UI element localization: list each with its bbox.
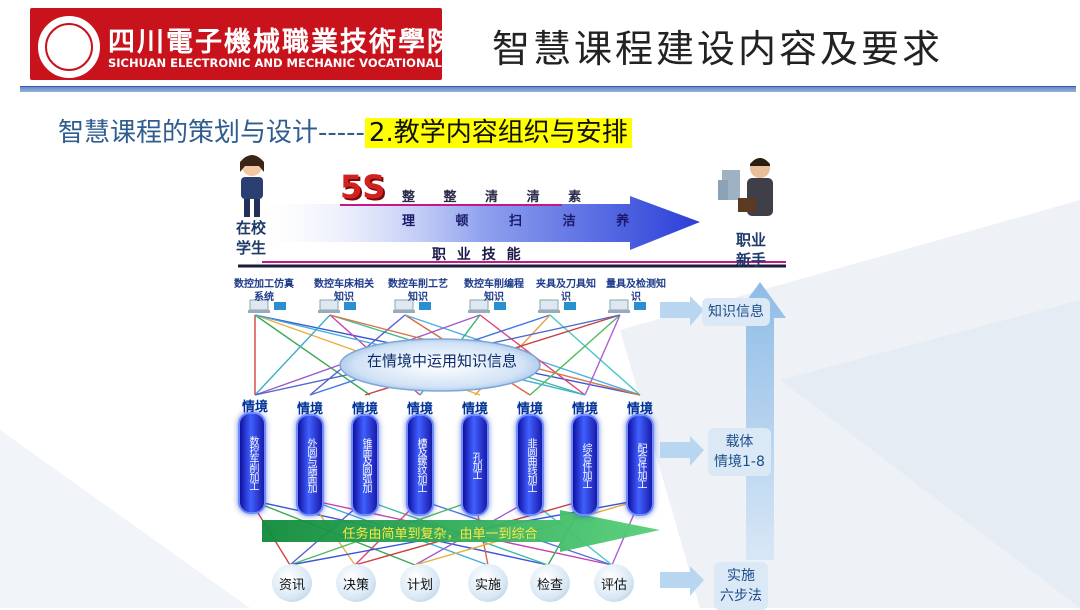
six-step-method-box: 实施 六步法 bbox=[714, 562, 768, 610]
logo-chinese-name: 四川電子機械職業技術學院 bbox=[108, 27, 456, 58]
category-label: 量具及检测知识 bbox=[606, 279, 666, 303]
context-pill[interactable]: 配合件加工 bbox=[626, 414, 654, 516]
category-label: 夹具及刀具知识 bbox=[536, 279, 596, 303]
step-circle[interactable]: 检查 bbox=[530, 564, 570, 602]
college-seal-icon bbox=[38, 16, 100, 78]
context-head: 情境 bbox=[516, 402, 543, 417]
category-label: 数控加工仿真系统 bbox=[234, 279, 294, 303]
growth-arrow bbox=[265, 196, 700, 250]
context-head: 情境 bbox=[461, 402, 488, 417]
student-figure-icon bbox=[240, 155, 264, 217]
step-circle[interactable]: 资讯 bbox=[272, 564, 312, 602]
apply-knowledge-ellipse bbox=[339, 338, 541, 392]
task-progression-label: 任务由简单到复杂，由单一到综合 bbox=[342, 527, 538, 542]
context-head: 情境 bbox=[571, 402, 598, 417]
title-divider bbox=[20, 86, 1076, 92]
professional-figure-icon bbox=[718, 158, 773, 216]
category-label: 数控车削工艺知识 bbox=[388, 279, 448, 303]
logo-english-name: SICHUAN ELECTRONIC AND MECHANIC VOCATION… bbox=[108, 56, 504, 70]
context-pill[interactable]: 综合件加工 bbox=[571, 414, 599, 516]
category-label: 数控车削编程知识 bbox=[464, 279, 524, 303]
context-head: 情境 bbox=[241, 400, 268, 415]
step-circle[interactable]: 评估 bbox=[594, 564, 634, 602]
slide-subtitle: 智慧课程的策划与设计-----2.教学内容组织与安排 bbox=[58, 112, 632, 149]
laptop-icons bbox=[248, 299, 646, 313]
subtitle-prefix: 智慧课程的策划与设计----- bbox=[58, 118, 365, 148]
context-head: 情境 bbox=[626, 402, 653, 417]
task-progression-arrow bbox=[262, 510, 660, 552]
professional-label: 职业 新手 bbox=[736, 231, 767, 269]
context-head: 情境 bbox=[406, 402, 433, 417]
apply-knowledge-label: 在情境中运用知识信息 bbox=[366, 352, 517, 370]
context-pill[interactable]: 外圆与端面加 bbox=[296, 414, 324, 516]
skills-label: 职 业 技 能 bbox=[432, 247, 524, 263]
knowledge-info-box: 知识信息 bbox=[702, 298, 770, 326]
fives-row1: 整 整 清 清 素 bbox=[402, 190, 594, 205]
context-pill[interactable]: 槽及螺纹加工 bbox=[406, 414, 434, 516]
context-pill[interactable]: 数控车削加工 bbox=[238, 412, 266, 514]
fives-row2: 理 顿 扫 洁 养 bbox=[402, 214, 648, 229]
context-pill[interactable]: 锥面及圆弧加 bbox=[351, 414, 379, 516]
step-circle[interactable]: 计划 bbox=[400, 564, 440, 602]
subtitle-highlight: 2.教学内容组织与安排 bbox=[364, 118, 632, 148]
side-flow-arrows bbox=[660, 282, 786, 596]
student-label: 在校 学生 bbox=[236, 219, 267, 257]
context-pill[interactable]: 孔加工 bbox=[461, 414, 489, 516]
category-label: 数控车床相关知识 bbox=[314, 279, 374, 303]
context-head: 情境 bbox=[296, 402, 323, 417]
fives-badge: 5S bbox=[340, 168, 386, 206]
context-head: 情境 bbox=[351, 402, 378, 417]
step-circle[interactable]: 实施 bbox=[468, 564, 508, 602]
step-circle[interactable]: 决策 bbox=[336, 564, 376, 602]
college-logo: 四川電子機械職業技術學院 SICHUAN ELECTRONIC AND MECH… bbox=[30, 8, 504, 80]
context-pill[interactable]: 非圆曲线加工 bbox=[516, 414, 544, 516]
carrier-context-box: 载体 情境1-8 bbox=[708, 428, 771, 476]
slide-title: 智慧课程建设内容及要求 bbox=[492, 27, 944, 71]
